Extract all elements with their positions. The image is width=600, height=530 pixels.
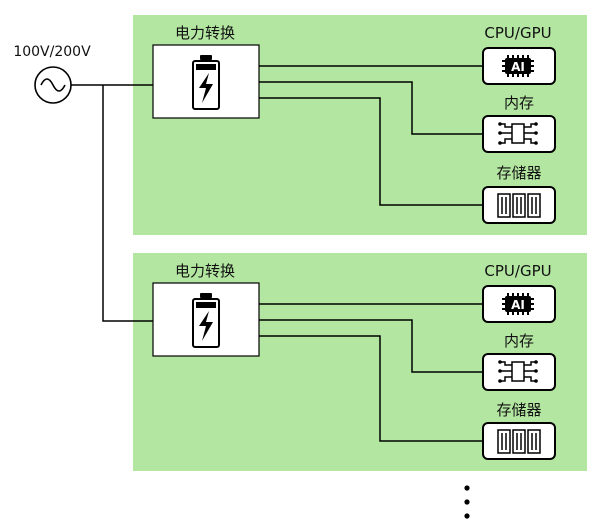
memory-box [482, 115, 556, 153]
source-label: 100V/200V [13, 44, 91, 60]
ai-chip-icon: AI [502, 293, 534, 315]
storage-box [482, 186, 556, 224]
more-indicator-icon [464, 485, 470, 519]
ac-branch-line [102, 85, 153, 322]
battery-icon [192, 55, 220, 110]
storage-drives-icon [497, 193, 541, 218]
memory-label: 内存 [504, 94, 534, 112]
memory-chip-icon [500, 123, 536, 144]
memory-label: 内存 [504, 332, 534, 350]
storage-box [482, 422, 556, 460]
cpu-gpu-label: CPU/GPU [484, 262, 551, 280]
memory-box [482, 353, 556, 391]
battery-icon [192, 293, 220, 348]
memory-chip-icon [500, 361, 536, 382]
ai-chip-text: AI [511, 298, 525, 312]
storage-drives-icon [497, 429, 541, 454]
cpu-gpu-label: CPU/GPU [484, 24, 551, 42]
converter-label: 电力转换 [175, 24, 235, 42]
storage-label: 存储器 [496, 164, 541, 182]
storage-label: 存储器 [496, 401, 541, 419]
converter-label: 电力转换 [175, 262, 235, 280]
server-panel-2: 电力转换 CPU/GPU AI 内存 存储器 [133, 253, 587, 471]
ai-chip-text: AI [511, 60, 525, 74]
server-panel-1: 电力转换 CPU/GPU AI 内存 [133, 15, 587, 235]
ac-source-icon [34, 66, 72, 104]
ai-chip-icon: AI [502, 55, 534, 77]
